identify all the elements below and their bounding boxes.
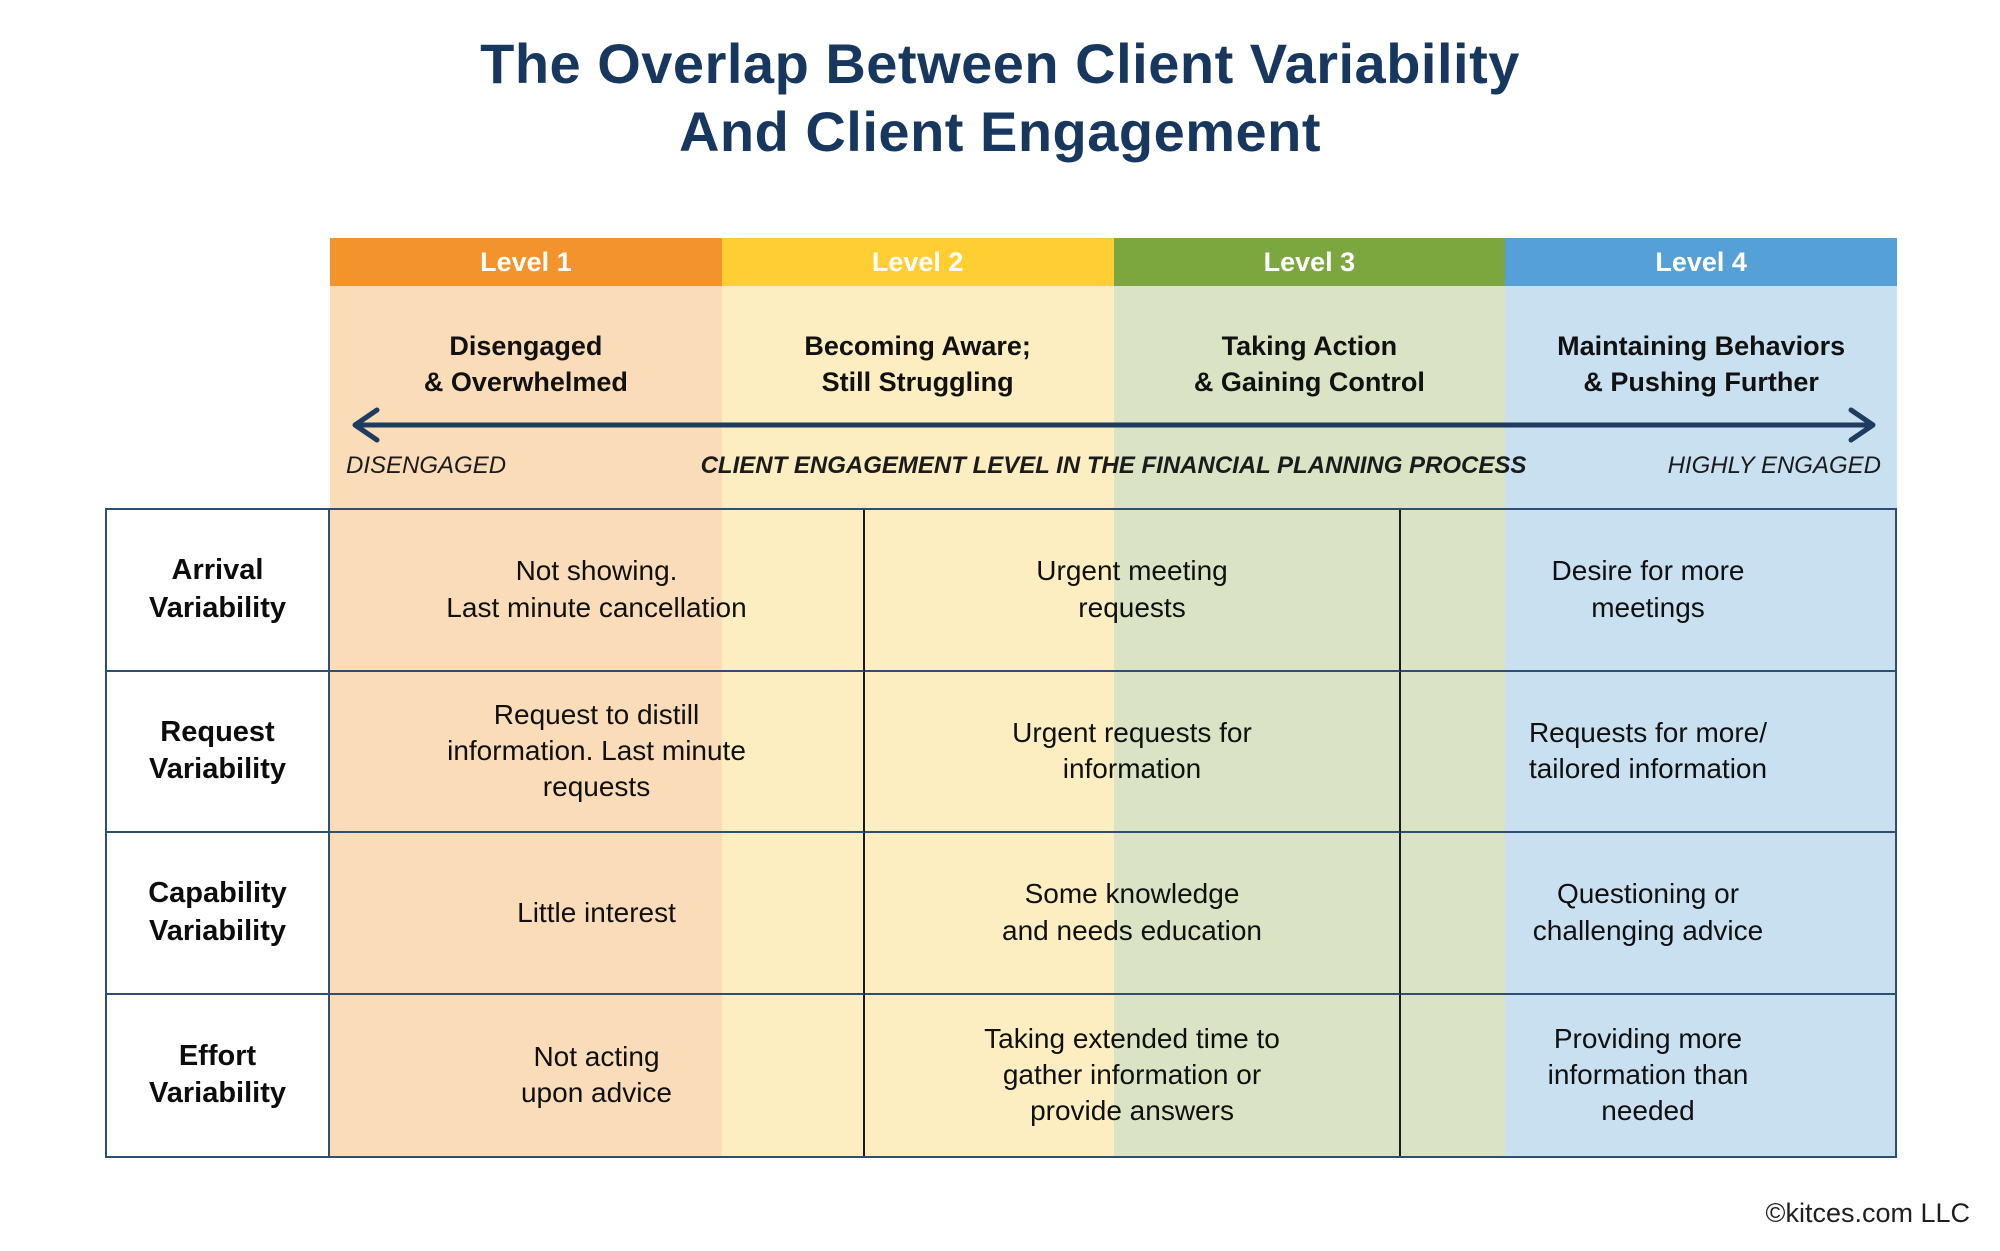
level-1-header: Level 1 bbox=[330, 238, 722, 286]
level-2-body: Becoming Aware; Still Struggling bbox=[721, 286, 1114, 1158]
level-3-subtitle: Taking Action & Gaining Control bbox=[1193, 331, 1425, 398]
level-4-header: Level 4 bbox=[1505, 238, 1897, 286]
copyright-text: ©kitces.com LLC bbox=[1765, 1198, 1970, 1228]
row-label-arrival-variability: Arrival Variability bbox=[107, 510, 330, 672]
table-cell: Desire for more meetings bbox=[1401, 510, 1895, 672]
page-title: The Overlap Between Client Variability A… bbox=[480, 32, 1520, 164]
level-1-subtitle: Disengaged & Overwhelmed bbox=[423, 331, 628, 398]
variability-table: Arrival Variability Not showing. Last mi… bbox=[105, 508, 1897, 1158]
level-4-subtitle: Maintaining Behaviors & Pushing Further bbox=[1557, 331, 1846, 398]
row-label-request-variability: Request Variability bbox=[107, 671, 330, 833]
level-3-body: Taking Action & Gaining Control bbox=[1113, 286, 1506, 1158]
table-cell: Urgent requests for information bbox=[865, 671, 1401, 833]
row-label-capability-variability: Capability Variability bbox=[107, 833, 330, 995]
table-cell: Providing more information than needed bbox=[1547, 1022, 1749, 1127]
row-label-effort-variability: Effort Variability bbox=[107, 994, 330, 1156]
engagement-level-bands: Level 1 Disengaged & Overwhelmed Level 2… bbox=[330, 238, 1897, 1158]
table-cell: Some knowledge and needs education bbox=[865, 833, 1401, 995]
table-cell: Not showing. Last minute cancellation bbox=[330, 510, 865, 672]
level-1-column: Level 1 Disengaged & Overwhelmed bbox=[330, 238, 722, 1158]
level-3-header: Level 3 bbox=[1113, 238, 1506, 286]
scale-label-highly-engaged: HIGHLY ENGAGED bbox=[1667, 452, 1881, 479]
table-cell: Taking extended time to gather informati… bbox=[865, 994, 1401, 1156]
level-2-column: Level 2 Becoming Aware; Still Struggling bbox=[721, 238, 1114, 1158]
level-4-column: Level 4 Maintaining Behaviors & Pushing … bbox=[1505, 238, 1897, 1158]
table-cell: Requests for more/ tailored information bbox=[1401, 672, 1895, 833]
level-4-body: Maintaining Behaviors & Pushing Further bbox=[1505, 286, 1897, 1158]
table-cell: Urgent meeting requests bbox=[865, 510, 1401, 672]
scale-label-disengaged: DISENGAGED bbox=[346, 452, 507, 479]
level-3-column: Level 3 Taking Action & Gaining Control bbox=[1113, 238, 1506, 1158]
table-cell: Little interest bbox=[330, 833, 865, 995]
table-cell: Request to distill information. Last min… bbox=[330, 671, 865, 833]
level-2-header: Level 2 bbox=[721, 238, 1114, 286]
level-2-subtitle: Becoming Aware; Still Struggling bbox=[804, 331, 1031, 398]
engagement-scale-labels: DISENGAGED CLIENT ENGAGEMENT LEVEL IN TH… bbox=[330, 452, 1897, 486]
scale-label-axis-title: CLIENT ENGAGEMENT LEVEL IN THE FINANCIAL… bbox=[700, 452, 1527, 479]
table-cell: Questioning or challenging advice bbox=[1401, 833, 1895, 995]
double-arrow-icon bbox=[352, 407, 1876, 443]
level-1-body: Disengaged & Overwhelmed bbox=[330, 286, 722, 1158]
table-cell: Not acting upon advice bbox=[330, 994, 865, 1156]
